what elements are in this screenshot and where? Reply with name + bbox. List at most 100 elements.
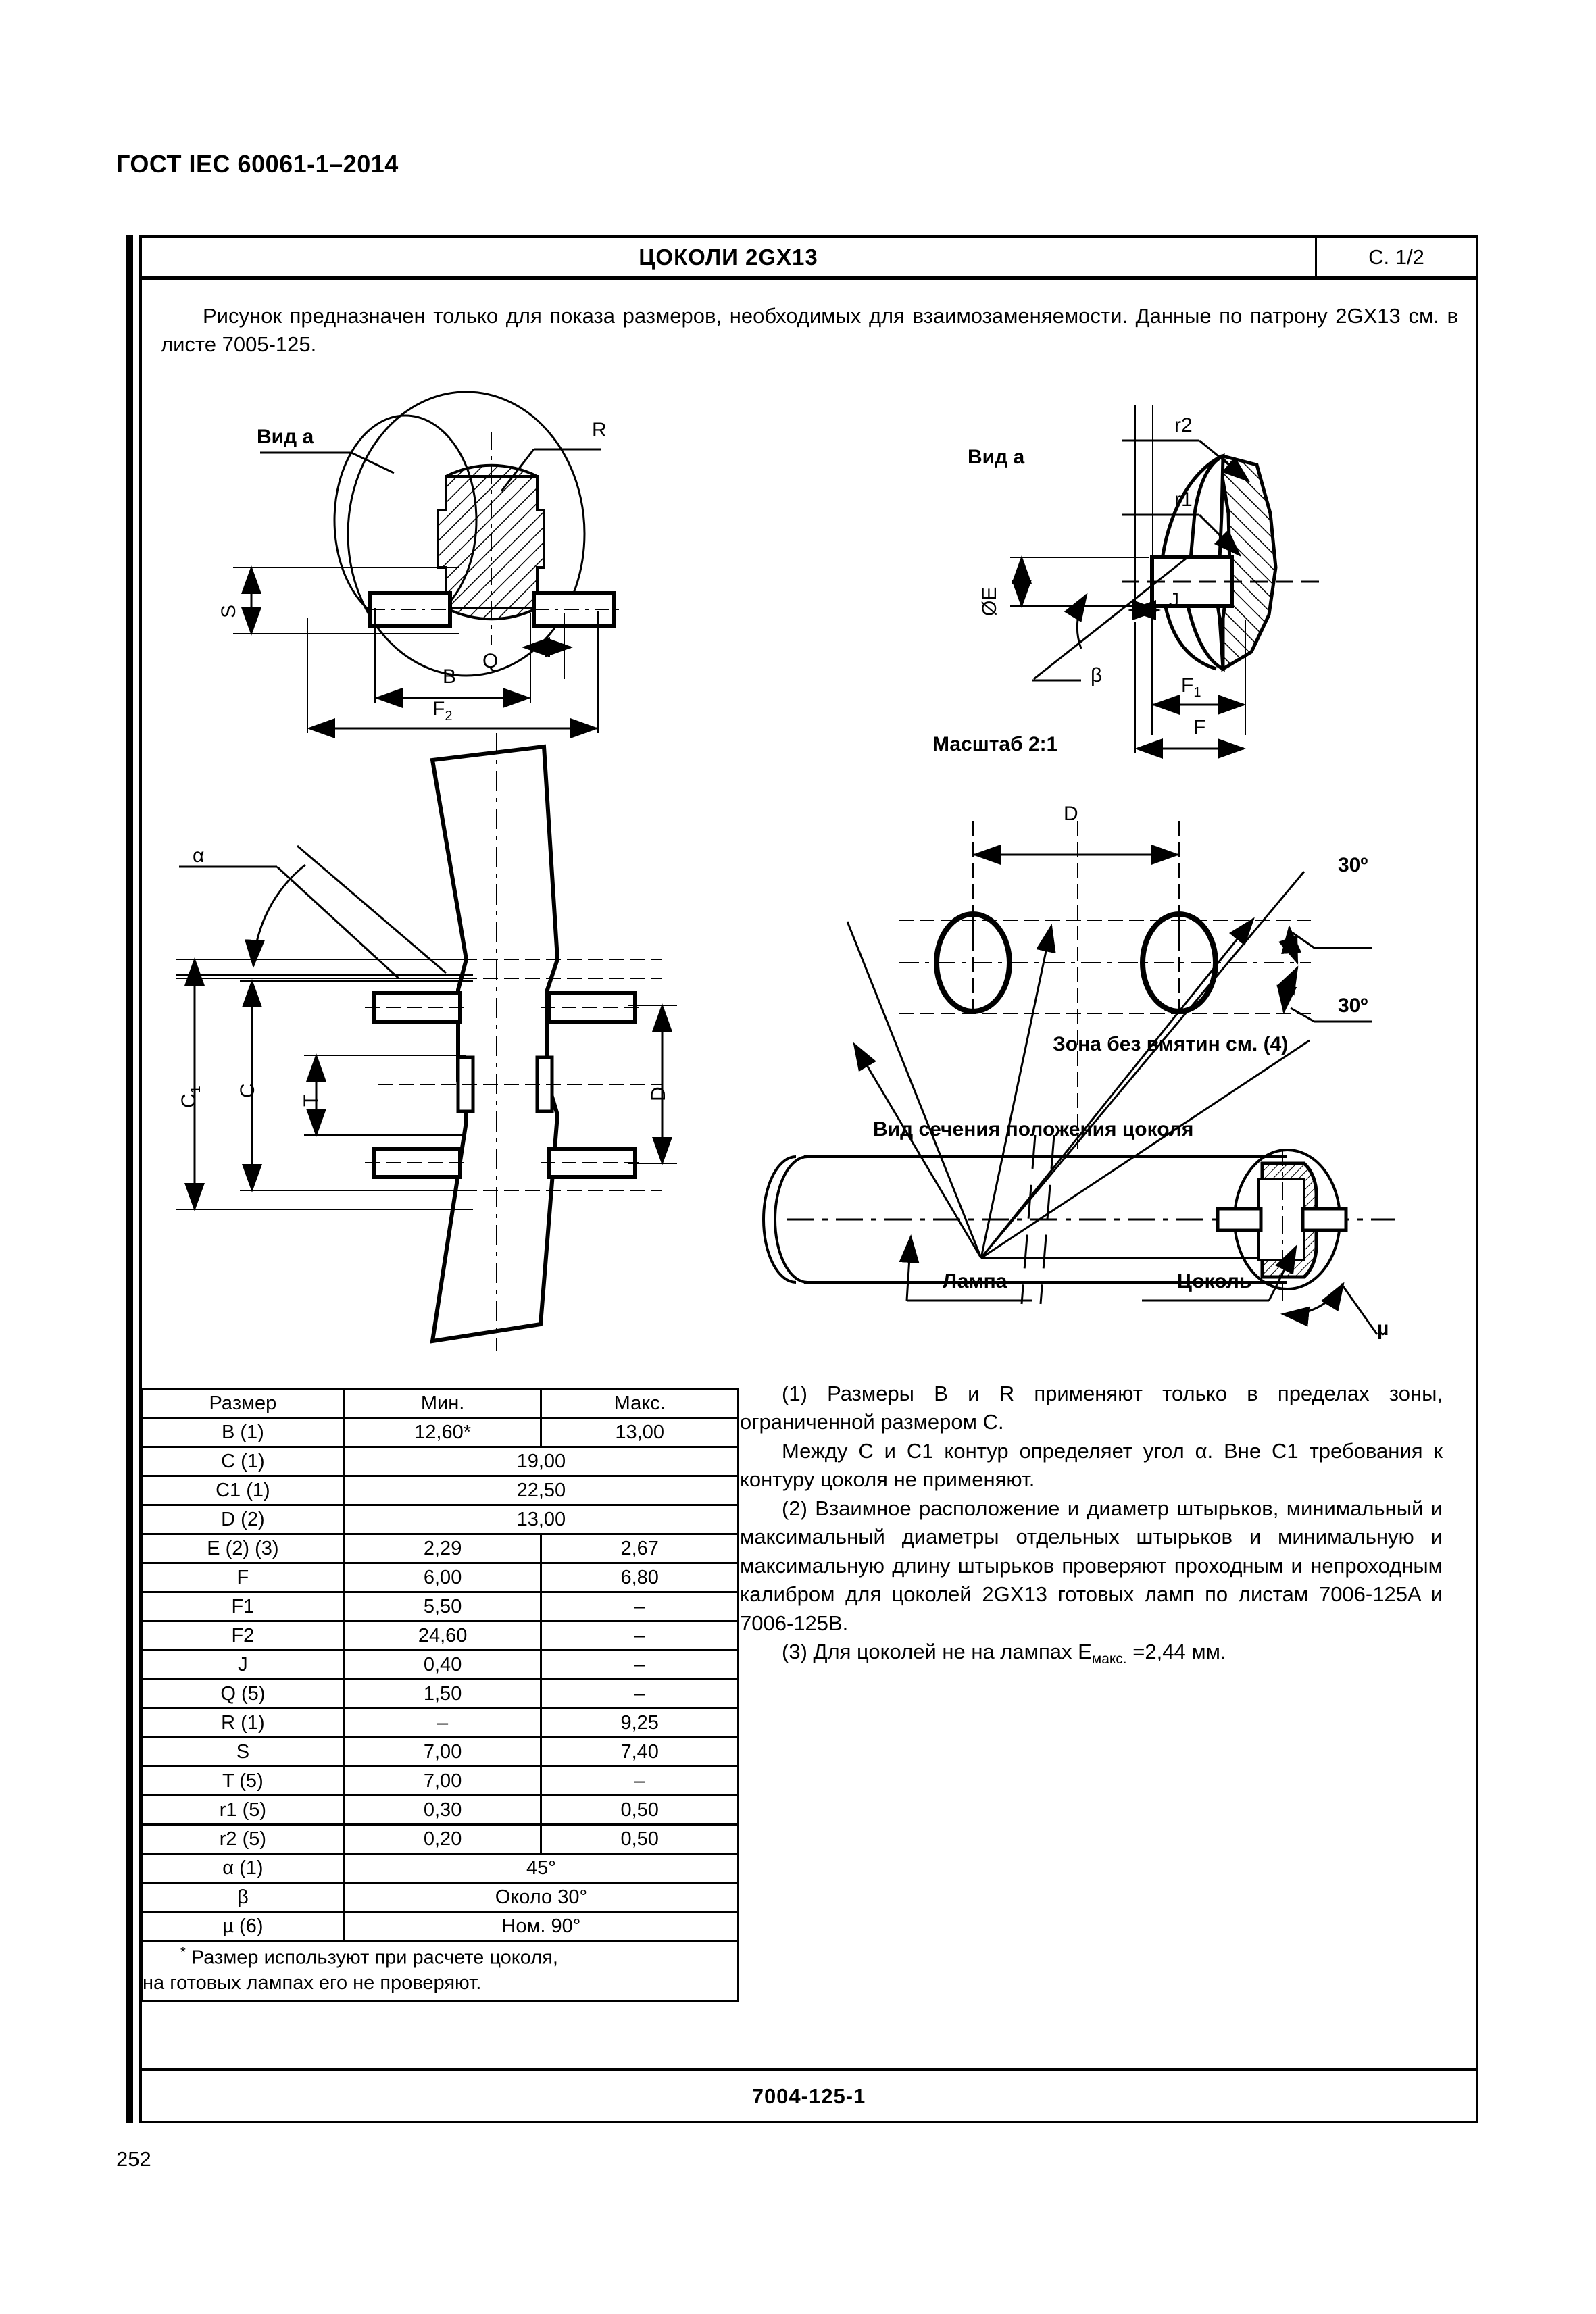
sheet-title: ЦОКОЛИ 2GX13 <box>639 244 818 270</box>
table-cell-max: – <box>540 1620 739 1651</box>
table-cell-dim: T (5) <box>141 1765 345 1796</box>
table-cell-dim: E (2) (3) <box>141 1533 345 1564</box>
standard-header: ГОСТ IEC 60061-1–2014 <box>116 150 399 178</box>
note-3-post: =2,44 мм. <box>1126 1640 1226 1664</box>
fig5-lamp-label: Лампа <box>943 1270 1007 1292</box>
table-cell-value: Около 30° <box>343 1882 740 1913</box>
table-cell-max: – <box>540 1678 739 1709</box>
fig4-zone-note: Зона без вмятин см. (4) <box>1053 1033 1289 1055</box>
table-cell-min: 1,50 <box>343 1678 543 1709</box>
table-cell-dim: D (2) <box>141 1504 345 1535</box>
table-cell-dim: J <box>141 1649 345 1680</box>
table-cell-dim: F1 <box>141 1591 345 1622</box>
fig3-label-C: C <box>236 1083 259 1098</box>
table-cell-max: 2,67 <box>540 1533 739 1564</box>
table-cell-dim: R (1) <box>141 1707 345 1738</box>
note-3: (3) Для цоколей не на лампах Eмакс. =2,4… <box>740 1638 1443 1669</box>
table-cell-max: – <box>540 1649 739 1680</box>
fig3-label-T: T <box>300 1094 322 1107</box>
table-cell-min: 5,50 <box>343 1591 543 1622</box>
table-row: T (5)7,00– <box>141 1765 739 1796</box>
table-cell-max: 6,80 <box>540 1562 739 1593</box>
fig2-view-label: Вид а <box>968 446 1025 468</box>
fig1-label-Q: Q <box>482 650 499 672</box>
table-row: D (2)13,00 <box>141 1504 740 1535</box>
table-cell-dim: F <box>141 1562 345 1593</box>
table-cell-min: 24,60 <box>343 1620 543 1651</box>
table-cell-value: 22,50 <box>343 1475 740 1506</box>
fig3-label-alpha: α <box>193 845 205 867</box>
fig5-angle-label: µ <box>1377 1317 1389 1340</box>
note-3-pre: (3) Для цоколей не на лампах E <box>782 1640 1092 1664</box>
table-cell-min: 0,20 <box>343 1823 543 1855</box>
sheet-title-cell: ЦОКОЛИ 2GX13 <box>142 238 1315 276</box>
table-cell-value: 13,00 <box>343 1504 740 1535</box>
table-cell-min: – <box>343 1707 543 1738</box>
table-row: C1 (1)22,50 <box>141 1475 740 1506</box>
table-cell-min: 0,40 <box>343 1649 543 1680</box>
table-cell-max: 0,50 <box>540 1794 739 1826</box>
table-cell-min: 7,00 <box>343 1736 543 1767</box>
table-row: B (1)12,60*13,00 <box>141 1417 739 1448</box>
table-footnote-row: * Размер используют при расчете цоколя,н… <box>141 1940 739 2002</box>
intro-line-2: Данные по патрону 2GX13 см. в листе 7005… <box>161 304 1458 357</box>
table-row: R (1)–9,25 <box>141 1707 739 1738</box>
table-cell-max: 0,50 <box>540 1823 739 1855</box>
fig5-cap-label: Цоколь <box>1177 1270 1252 1292</box>
fig1-label-S: S <box>218 604 240 618</box>
sheet-footer-code: 7004-125-1 <box>751 2084 866 2108</box>
fig4-angle-top: 30º <box>1338 854 1368 876</box>
table-cell-max: 9,25 <box>540 1707 739 1738</box>
table-row: µ (6)Ном. 90° <box>141 1911 740 1942</box>
sheet-footer-row: 7004-125-1 <box>142 2068 1476 2121</box>
fig2-label-r2: r2 <box>1174 414 1193 436</box>
table-cell-dim: S <box>141 1736 345 1767</box>
table-cell-dim: r2 (5) <box>141 1823 345 1855</box>
fig3-label-C1: C1 <box>178 1086 203 1108</box>
table-footnote: * Размер используют при расчете цоколя,н… <box>141 1940 739 2002</box>
fig4-label-D: D <box>1064 803 1078 825</box>
table-cell-dim: B (1) <box>141 1417 345 1448</box>
table-cell-dim: µ (6) <box>141 1911 345 1942</box>
sheet-page-cell: С. 1/2 <box>1317 238 1476 276</box>
fig2-scale-label: Масштаб 2:1 <box>932 733 1058 755</box>
fig5-title: Вид сечения положения цоколя <box>873 1118 1194 1140</box>
fig2-label-diameter-E: ØE <box>978 586 1001 616</box>
table-cell-min: 6,00 <box>343 1562 543 1593</box>
table-header-dim: Размер <box>141 1388 345 1419</box>
intro-line-1: Рисунок предназначен только для показа р… <box>203 304 1128 328</box>
sheet-frame: ЦОКОЛИ 2GX13 С. 1/2 Рисунок предназначен… <box>139 235 1478 2123</box>
table-row: Q (5)1,50– <box>141 1678 739 1709</box>
table-cell-dim: Q (5) <box>141 1678 345 1709</box>
table-cell-max: 13,00 <box>540 1417 739 1448</box>
title-divider <box>1315 238 1317 276</box>
page-number: 252 <box>116 2147 151 2171</box>
sheet-page-label: С. 1/2 <box>1368 245 1424 269</box>
table-cell-value: Ном. 90° <box>343 1911 740 1942</box>
fig1-label-B: B <box>443 665 457 688</box>
table-cell-dim: α (1) <box>141 1853 345 1884</box>
table-cell-min: 7,00 <box>343 1765 543 1796</box>
fig4-angle-bottom: 30º <box>1338 995 1368 1017</box>
table-cell-max: 7,40 <box>540 1736 739 1767</box>
fig1-label-R: R <box>592 419 607 441</box>
table-cell-min: 0,30 <box>343 1794 543 1826</box>
table-cell-max: – <box>540 1765 739 1796</box>
fig1-view-label: Вид а <box>257 426 314 448</box>
table-row: C (1)19,00 <box>141 1446 740 1477</box>
fig2-label-F1: F1 <box>1181 674 1201 700</box>
table-cell-value: 45° <box>343 1853 740 1884</box>
note-1b: Между C и C1 контур определяет угол α. В… <box>740 1438 1443 1492</box>
table-cell-dim: F2 <box>141 1620 345 1651</box>
table-cell-dim: C1 (1) <box>141 1475 345 1506</box>
fig2-label-r1: r1 <box>1174 488 1193 511</box>
fig2-label-F: F <box>1193 716 1206 738</box>
